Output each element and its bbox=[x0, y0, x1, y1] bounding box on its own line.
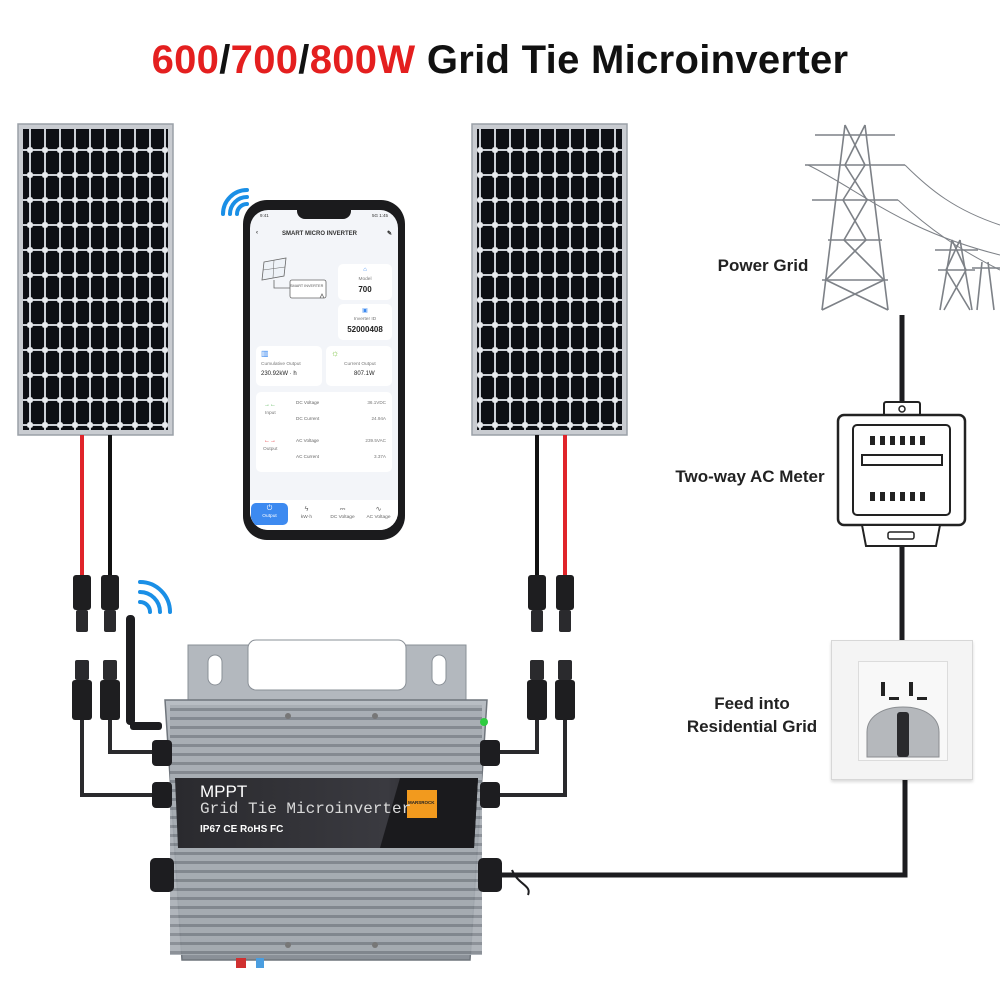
power-grid-label: Power Grid bbox=[717, 256, 809, 275]
tab-dc-voltage[interactable]: ⎓ DC Voltage bbox=[324, 504, 361, 520]
feed-label: Feed into Residential Grid bbox=[670, 692, 834, 738]
tab-output-label: Output bbox=[262, 514, 277, 519]
output-arrows-icon: ←→ bbox=[264, 438, 276, 444]
ac-voltage-label: AC Voltage bbox=[296, 438, 319, 443]
title-sep: / bbox=[298, 38, 310, 82]
current-output-value: 807.1W bbox=[354, 371, 375, 377]
microinverter bbox=[150, 699, 502, 968]
inverter-id-value: 52000408 bbox=[347, 325, 383, 334]
right-solar-panel bbox=[471, 123, 628, 436]
feed-label-line2: Residential Grid bbox=[686, 717, 818, 736]
bottom-tab-bar: ⏻ Output ϟ kW·h ⎓ DC Voltage ∿ AC Voltag… bbox=[250, 500, 398, 530]
antenna bbox=[126, 615, 162, 730]
ac-icon: ∿ bbox=[375, 506, 382, 513]
title-sep: / bbox=[219, 38, 231, 82]
ac-voltage-value: 239.5VAC bbox=[365, 438, 386, 443]
tab-output[interactable]: ⏻ Output bbox=[251, 503, 288, 525]
sun-icon: ☼ bbox=[331, 348, 340, 358]
device-illustration-icon bbox=[261, 257, 327, 299]
feed-label-line1: Feed into bbox=[714, 694, 790, 713]
ac-meter bbox=[836, 401, 967, 547]
phone-wifi-icon bbox=[221, 188, 249, 216]
left-solar-panel bbox=[17, 123, 174, 436]
dc-icon: ⎓ bbox=[339, 506, 346, 513]
status-time: 9:41 bbox=[260, 213, 269, 218]
outlet-socket bbox=[858, 661, 948, 761]
model-label: Model bbox=[358, 277, 372, 282]
phone-notch bbox=[297, 210, 351, 219]
meter-label: Two-way AC Meter bbox=[675, 467, 825, 486]
right-mc4-connector-bottom bbox=[527, 660, 575, 720]
tab-ac-voltage[interactable]: ∿ AC Voltage bbox=[360, 504, 397, 520]
ac-current-value: 3.37A bbox=[373, 454, 386, 459]
inverter-certifications: IP67 CE RoHS FC bbox=[200, 824, 284, 835]
left-mc4-connector-top bbox=[73, 575, 119, 632]
wifi-icon bbox=[138, 580, 172, 614]
wall-outlet bbox=[831, 640, 973, 780]
title-wattage-800: 800W bbox=[309, 38, 416, 82]
power-grid-pylon bbox=[805, 124, 1000, 311]
current-output-card: ☼ Current Output 807.1W bbox=[326, 346, 392, 386]
outlet-holes bbox=[866, 682, 940, 758]
smartphone: 9:41 5G 1:45 ‹ SMART MICRO INVERTER ✎ SM… bbox=[243, 200, 405, 540]
dc-voltage-value: 36.1VDC bbox=[367, 400, 386, 405]
dc-current-label: DC Current bbox=[296, 416, 320, 421]
left-panel-cables bbox=[80, 435, 112, 580]
tab-kwh-label: kW·h bbox=[300, 515, 313, 520]
chart-icon: ▥ bbox=[261, 349, 269, 358]
current-output-label: Current Output bbox=[344, 362, 376, 367]
cumulative-output-value: 230.92kW · h bbox=[261, 371, 297, 377]
right-mc4-connector-top bbox=[528, 575, 574, 632]
model-icon: ⌂ bbox=[363, 267, 367, 273]
inverter-id-card: ▣ Inverter ID 52000408 bbox=[338, 304, 392, 340]
io-card: →← Input ←→ Output DC Voltage 36.1VDC DC… bbox=[256, 392, 392, 472]
ac-current-row: AC Current 3.37A bbox=[296, 454, 386, 459]
inverter-label-title: Grid Tie Microinverter bbox=[200, 800, 412, 818]
ac-output-cable bbox=[500, 745, 908, 878]
model-card: ⌂ Model 700 bbox=[338, 264, 392, 300]
phone-screen: 9:41 5G 1:45 ‹ SMART MICRO INVERTER ✎ SM… bbox=[250, 210, 398, 530]
ac-voltage-row: AC Voltage 239.5VAC bbox=[296, 438, 386, 443]
inverter-label-mppt: MPPT bbox=[200, 782, 248, 801]
tab-dc-voltage-label: DC Voltage bbox=[330, 515, 355, 520]
dc-current-value: 24.94A bbox=[371, 416, 386, 421]
input-arrows-icon: →← bbox=[264, 402, 276, 408]
status-indicators: 5G 1:45 bbox=[371, 213, 388, 218]
inverter-brand: MARSROCK bbox=[408, 800, 435, 805]
energy-icon: ϟ bbox=[304, 506, 309, 513]
dc-voltage-label: DC Voltage bbox=[296, 400, 320, 405]
model-value: 700 bbox=[358, 285, 372, 294]
ac-current-label: AC Current bbox=[296, 454, 319, 459]
cumulative-output-label: Cumulative Output bbox=[261, 362, 301, 367]
inverter-id-icon: ▣ bbox=[362, 308, 368, 314]
ac-cable-loop bbox=[511, 869, 530, 896]
inverter-dc-cables bbox=[80, 720, 567, 797]
output-label: Output bbox=[263, 447, 278, 452]
inverter-id-label: Inverter ID bbox=[353, 317, 377, 322]
power-icon: ⏻ bbox=[266, 505, 273, 512]
cumulative-output-card: ▥ Cumulative Output 230.92kW · h bbox=[256, 346, 322, 386]
back-arrow-icon[interactable]: ‹ bbox=[256, 230, 258, 236]
left-mc4-connector-bottom bbox=[72, 660, 120, 720]
title-wattage-700: 700 bbox=[230, 38, 299, 82]
app-title: SMART MICRO INVERTER bbox=[282, 231, 357, 237]
title-wattage-600: 600 bbox=[151, 38, 220, 82]
right-panel-cables bbox=[535, 435, 567, 580]
device-illustration-text: SMART INVERTER bbox=[290, 284, 324, 288]
edit-icon[interactable]: ✎ bbox=[386, 231, 392, 237]
dc-voltage-row: DC Voltage 36.1VDC bbox=[296, 400, 386, 405]
input-label: Input bbox=[265, 411, 276, 416]
inverter-bracket bbox=[187, 639, 467, 701]
page-title: 600/700/800W Grid Tie Microinverter bbox=[0, 38, 1000, 83]
tab-kwh[interactable]: ϟ kW·h bbox=[288, 504, 325, 520]
dc-current-row: DC Current 24.94A bbox=[296, 416, 386, 421]
title-rest: Grid Tie Microinverter bbox=[415, 38, 849, 82]
tab-ac-voltage-label: AC Voltage bbox=[366, 515, 391, 520]
